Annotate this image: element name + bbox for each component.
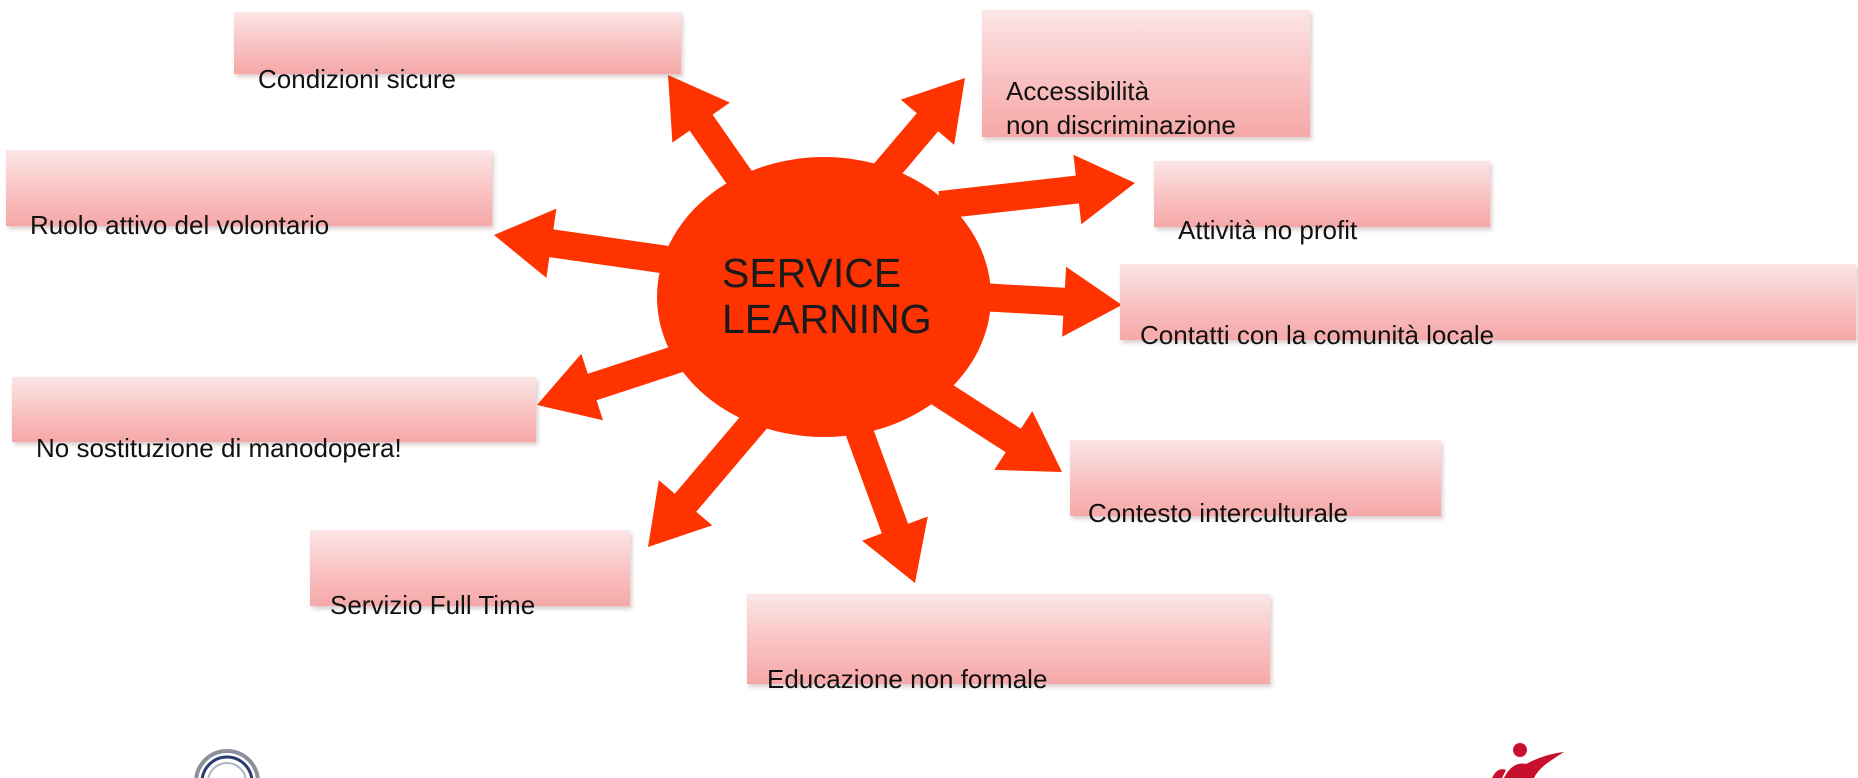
box-label: Contatti con la comunità locale — [1140, 320, 1495, 350]
box-educazione-non-formale: Educazione non formale — [747, 594, 1270, 694]
arrow-to-condizioni-sicure — [668, 75, 760, 198]
box-condizioni-sicure: Condizioni sicure — [234, 12, 681, 94]
box-ruolo-attivo: Ruolo attivo del volontario — [6, 150, 492, 240]
box-contesto-interculturale: Contesto interculturale — [1070, 440, 1441, 528]
box-accessibilita: Accessibilità non discriminazione — [982, 10, 1310, 140]
arrow-to-contesto-interculturale — [927, 378, 1062, 472]
box-label: Attività no profit — [1178, 215, 1358, 245]
box-servizio-full-time: Servizio Full Time — [310, 530, 630, 620]
box-label: Servizio Full Time — [330, 590, 536, 620]
box-label: Ruolo attivo del volontario — [30, 210, 330, 240]
arrow-to-educazione-non-formale — [841, 415, 928, 583]
arrow-to-servizio-full-time — [648, 405, 771, 547]
center-label: SERVICE LEARNING — [722, 250, 932, 342]
arrow-to-contatti-comunita — [979, 266, 1122, 337]
arrows-group — [494, 75, 1135, 583]
box-label: No sostituzione di manodopera! — [36, 433, 402, 463]
box-label: Accessibilità non discriminazione — [1006, 76, 1236, 140]
circular-logo-icon — [194, 749, 260, 778]
box-label: Educazione non formale — [767, 664, 1048, 694]
box-label: Contesto interculturale — [1088, 498, 1349, 528]
figure-logo-icon — [1492, 743, 1564, 778]
box-contatti-comunita: Contatti con la comunità locale — [1120, 264, 1856, 350]
arrow-to-no-sostituzione — [537, 341, 695, 421]
box-no-sostituzione: No sostituzione di manodopera! — [12, 377, 536, 463]
arrow-to-attivita-no-profit — [938, 154, 1135, 225]
box-attivita-no-profit: Attività no profit — [1154, 161, 1490, 245]
central-ellipse — [657, 157, 991, 437]
arrow-to-ruolo-attivo — [494, 208, 670, 278]
box-label: Condizioni sicure — [258, 64, 456, 94]
